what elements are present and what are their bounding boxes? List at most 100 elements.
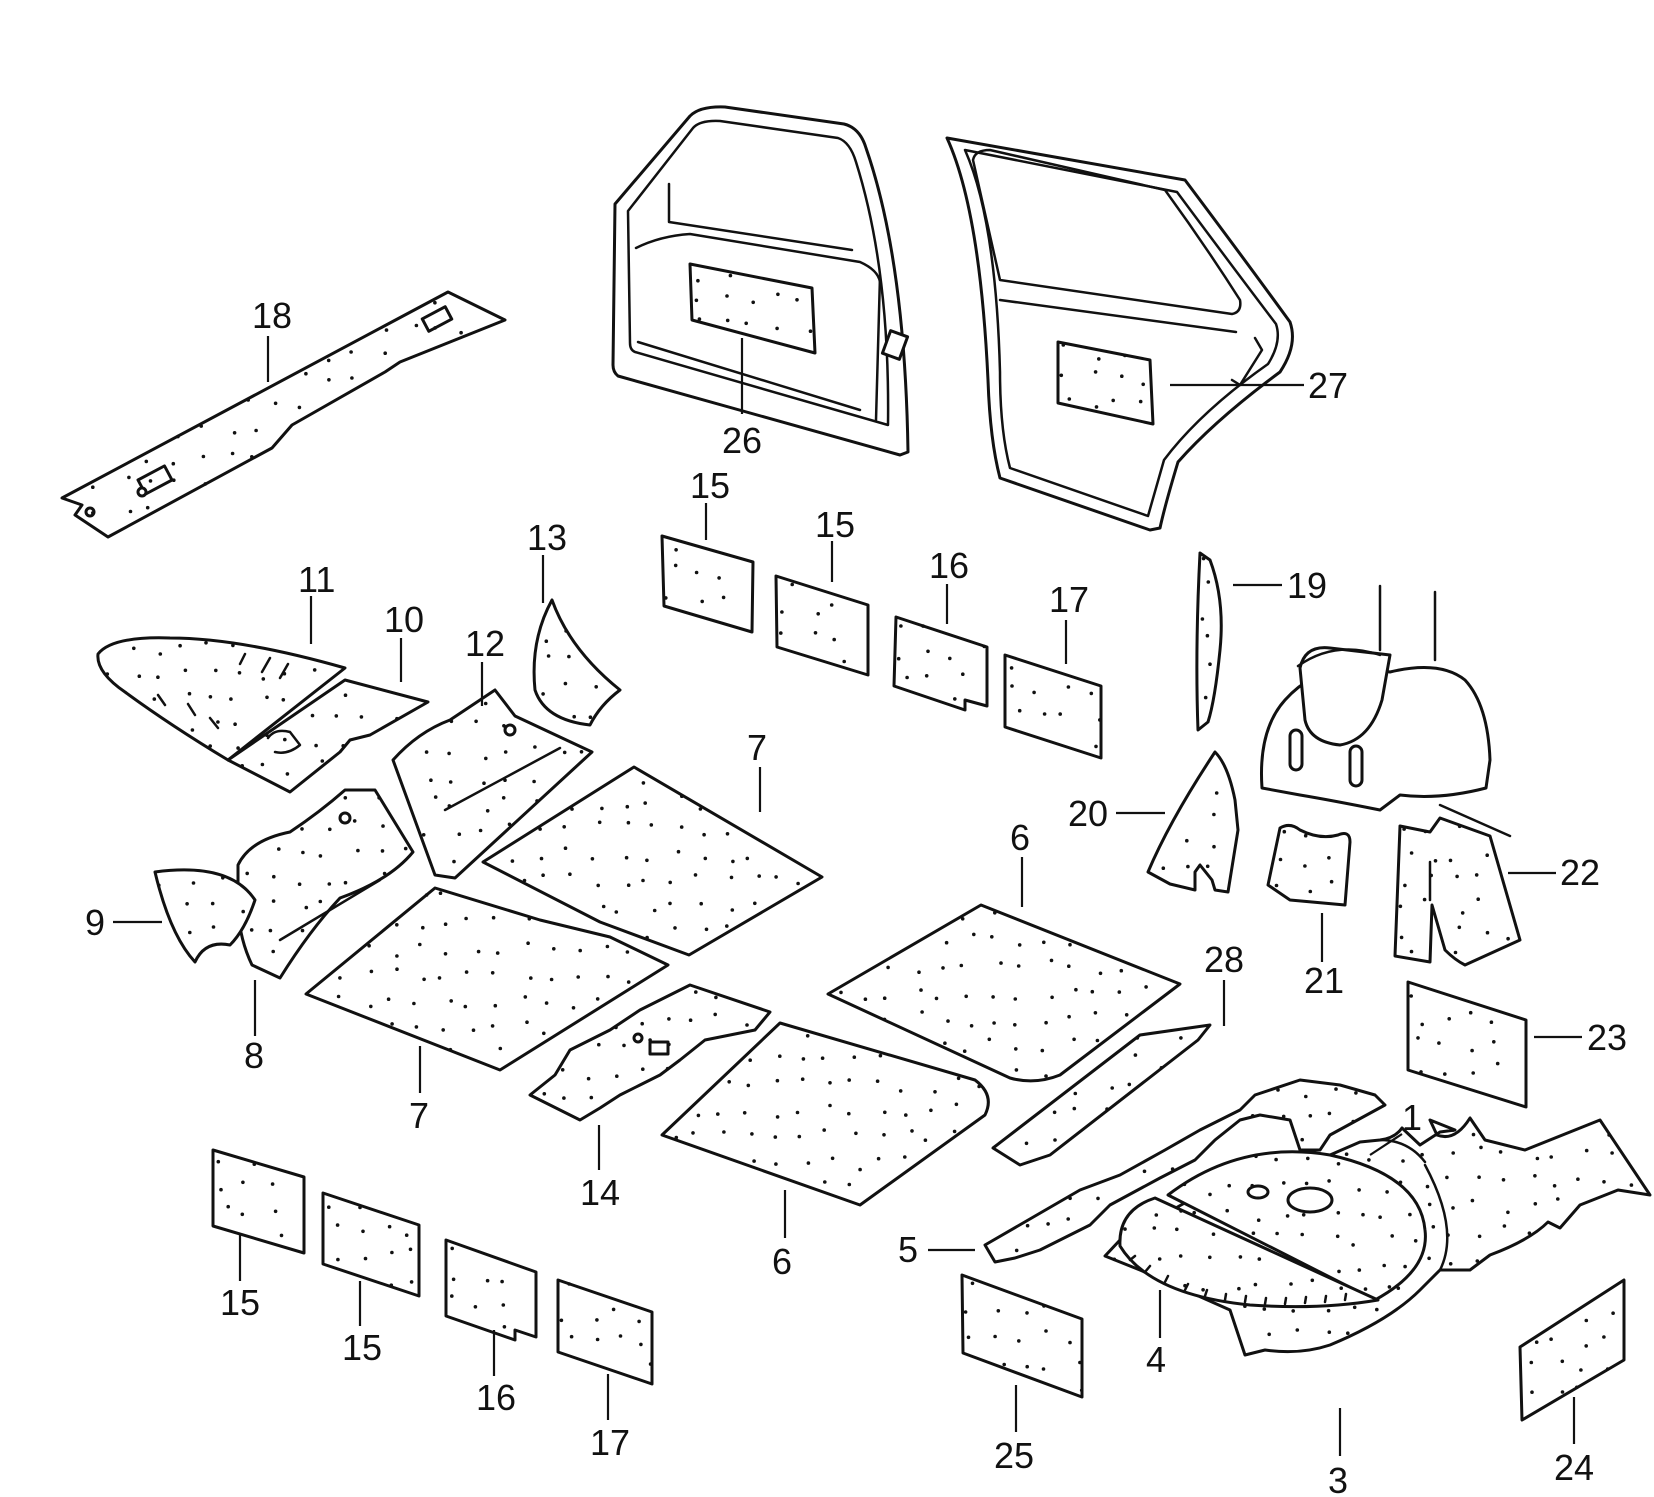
- callout-c10: 10: [384, 599, 424, 640]
- hatch-dot: [1533, 1174, 1537, 1178]
- hatch-dot: [954, 1102, 959, 1107]
- hatch-dot: [1607, 1133, 1611, 1137]
- hatch-dot: [1408, 1212, 1412, 1217]
- hatch-dot: [334, 714, 339, 718]
- hatch-dot: [704, 927, 709, 932]
- hatch-dot: [1576, 1177, 1580, 1181]
- hatch-dot: [552, 947, 556, 951]
- hatch-dot: [152, 697, 157, 701]
- hatch-dot: [961, 672, 965, 676]
- hatch-dot: [1002, 1362, 1006, 1367]
- hatch-dot: [1367, 1158, 1371, 1162]
- hatch-dot: [395, 923, 399, 927]
- hatch-dot: [622, 1043, 626, 1048]
- hatch-dot: [673, 926, 677, 930]
- hatch-dots: [1014, 1087, 1358, 1253]
- hatch-dot: [953, 697, 957, 701]
- hatch-dot: [1629, 1183, 1634, 1187]
- hatch-dot: [1017, 1339, 1021, 1343]
- hatch-dot: [1336, 1211, 1341, 1215]
- hatch-dot: [336, 994, 341, 999]
- hatch-dots: [157, 876, 245, 935]
- callout-c26: 26: [722, 420, 762, 461]
- hatch-dot: [1117, 990, 1122, 994]
- hatch-dots: [896, 624, 987, 701]
- hatch-dot: [586, 1076, 591, 1081]
- hatch-dot: [1094, 405, 1099, 409]
- hatch-dot: [1351, 1243, 1355, 1247]
- hatch-dot: [801, 1057, 806, 1061]
- hatch-dot: [886, 965, 890, 970]
- hatch-dot: [1090, 989, 1095, 994]
- hatch-dot: [358, 1205, 362, 1210]
- hatch-dot: [674, 548, 678, 552]
- hatch-dot: [502, 1325, 507, 1329]
- hatch-dot: [595, 1318, 599, 1322]
- hatch-dot: [1446, 1233, 1450, 1237]
- hatch-dot: [312, 668, 317, 672]
- hatch-dot: [1200, 617, 1205, 621]
- hatch-dot: [1053, 1138, 1057, 1142]
- hatch-dot: [1337, 1269, 1341, 1274]
- hatch-dot: [775, 1078, 780, 1083]
- callout-c7a: 7: [747, 727, 767, 768]
- hatch-dot: [1474, 873, 1479, 877]
- hatch-dot: [1250, 1183, 1254, 1188]
- hatch-dot: [562, 825, 566, 829]
- hatch-dot: [240, 764, 244, 768]
- hatch-dot: [232, 431, 237, 435]
- hatch-dot: [597, 820, 602, 825]
- hatch-dot: [478, 828, 483, 833]
- hatch-dot: [1413, 1239, 1418, 1243]
- hatch-dot: [1425, 1184, 1430, 1189]
- hatch-dot: [875, 1079, 880, 1083]
- hatch-dot: [304, 371, 308, 376]
- hatch-dot: [338, 976, 342, 980]
- hatch-dot: [493, 1003, 498, 1008]
- hatch-dot: [568, 872, 572, 876]
- hatch-dot: [1275, 1231, 1279, 1236]
- hatch-dot: [1058, 712, 1062, 716]
- hatch-dot: [1124, 1013, 1129, 1017]
- hatch-dot: [1206, 580, 1211, 584]
- hatch-dot: [648, 1038, 652, 1042]
- callout-c25: 25: [994, 1435, 1034, 1476]
- hatch-dot: [878, 1053, 883, 1058]
- hatch-dot: [271, 899, 276, 903]
- hatch-dot: [1262, 1307, 1267, 1311]
- hatch-dot: [977, 1084, 981, 1089]
- hatch-dot: [680, 794, 684, 798]
- hatch-dot: [421, 925, 425, 930]
- hatch-dot: [367, 943, 371, 948]
- hatch-dot: [1471, 1071, 1475, 1075]
- hatch-dot: [300, 827, 304, 831]
- callout-c15a: 15: [690, 465, 730, 506]
- hatch-dots: [216, 1159, 284, 1238]
- hatch-dot: [447, 804, 452, 808]
- part-13-arc: [532, 598, 622, 727]
- hatch-dot: [297, 405, 302, 410]
- hatch-dot: [1402, 827, 1406, 831]
- hatch-dot: [699, 901, 703, 906]
- hatch-dot: [409, 1280, 414, 1284]
- hatch-dot: [1451, 1151, 1455, 1155]
- hatch-dot: [1479, 1145, 1483, 1150]
- hatch-dot: [595, 997, 600, 1001]
- hatch-dot: [441, 1028, 446, 1032]
- hatch-dot: [847, 1111, 851, 1116]
- hatch-dot: [503, 778, 507, 782]
- hatch-dot: [1477, 1175, 1481, 1179]
- hatch-dot: [1170, 1167, 1175, 1171]
- hatch-dot: [778, 1054, 782, 1058]
- hatch-dot: [203, 482, 208, 486]
- hatch-dot: [1014, 1248, 1019, 1253]
- hatch-dot: [742, 1111, 747, 1115]
- hatch-dot: [1282, 1181, 1286, 1185]
- hatch-dots: [542, 990, 749, 1100]
- hatch-dot: [987, 1037, 992, 1042]
- hatch-dot: [457, 832, 462, 836]
- hatch-dot: [713, 1012, 717, 1017]
- hatch-dot: [1093, 1011, 1098, 1015]
- hatch-dot: [559, 1318, 564, 1323]
